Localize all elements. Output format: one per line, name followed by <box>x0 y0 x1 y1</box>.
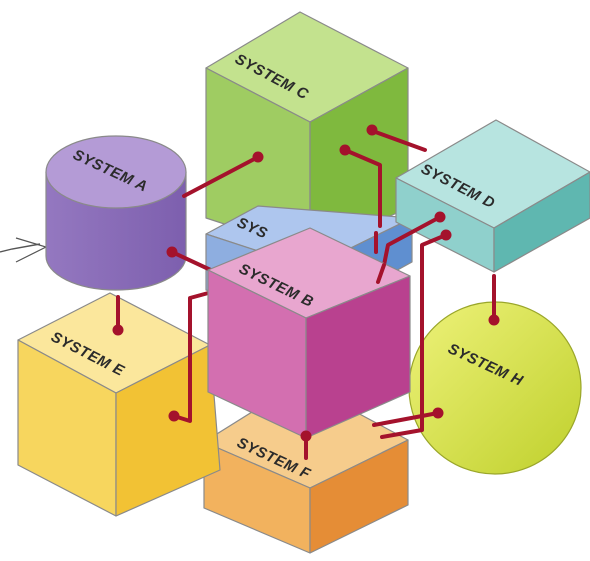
connector-dot <box>366 124 378 136</box>
connector-dot <box>434 211 446 223</box>
connector-dot <box>432 407 444 419</box>
wire-h-f <box>372 411 440 427</box>
wire-d-b-front <box>376 263 386 284</box>
wire-c-g <box>343 148 382 228</box>
system-e-right-face <box>115 344 221 517</box>
connection-dots <box>112 124 500 442</box>
system-a: SYSTEM A <box>45 135 187 291</box>
connector-dot <box>300 430 312 442</box>
connector-dot <box>488 314 500 326</box>
system-f-right-face <box>309 439 409 554</box>
connector-dot <box>112 324 124 336</box>
pointer-arrowhead <box>15 237 48 263</box>
connector-dot <box>440 229 452 241</box>
connector-dot <box>168 410 180 422</box>
connector-dot <box>166 246 178 258</box>
system-b: SYSTEM B <box>207 227 411 439</box>
connection-wires <box>116 128 496 460</box>
wire-d-b <box>382 215 442 267</box>
system-a-top-face <box>45 135 187 209</box>
pointer-line <box>0 243 41 253</box>
system-h-sphere <box>408 301 582 475</box>
wire-a-b <box>170 250 217 274</box>
system-b-right-face <box>305 275 411 439</box>
connector-dot <box>252 151 264 163</box>
wire-e-b <box>172 290 214 423</box>
front-wires <box>374 231 386 284</box>
system-h: SYSTEM H <box>408 301 582 475</box>
wire-c-d <box>368 128 427 152</box>
system-d-right-face <box>493 171 590 273</box>
system-d: SYSTEM D <box>395 119 590 273</box>
connector-dot <box>339 144 351 156</box>
wire-d-f <box>380 233 448 439</box>
wire-c-a <box>182 155 260 198</box>
system-e: SYSTEM E <box>17 292 221 517</box>
